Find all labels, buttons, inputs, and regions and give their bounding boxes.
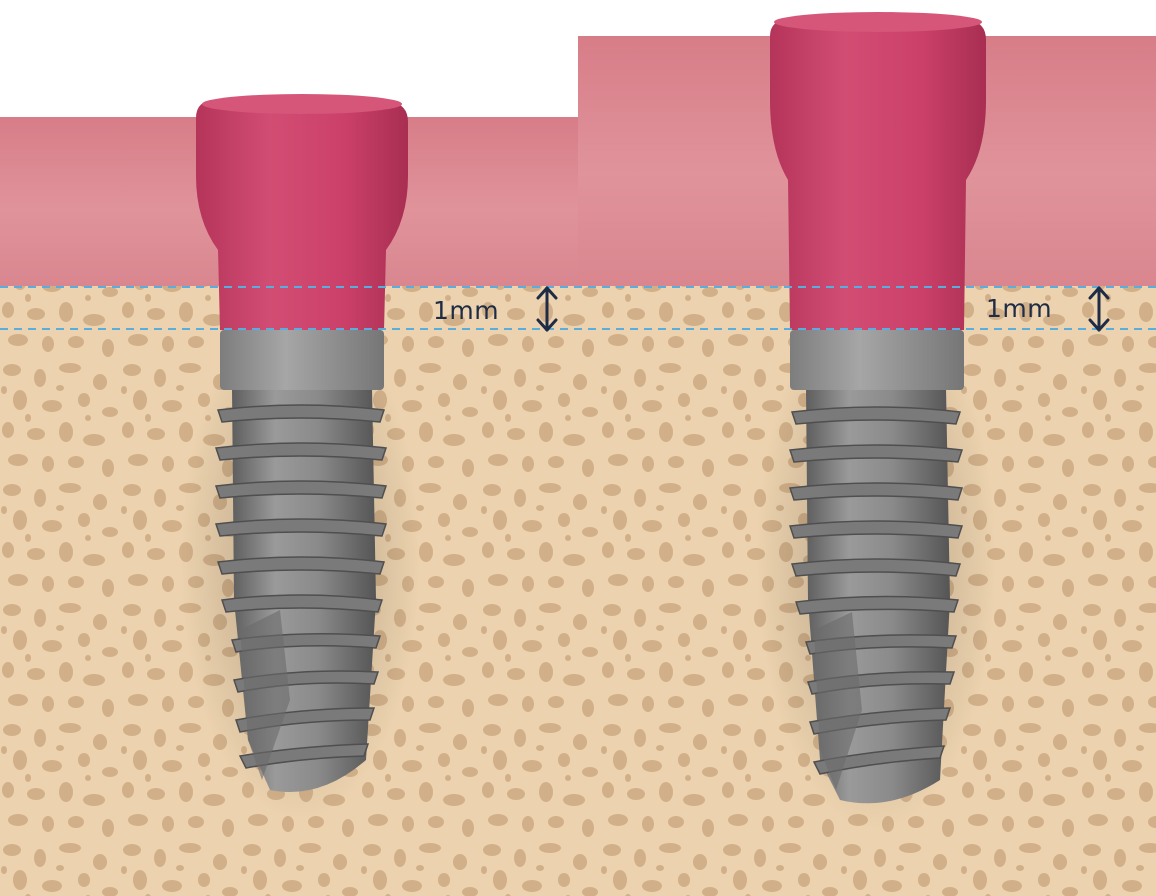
left-measurement-label: 1mm xyxy=(433,298,499,323)
left-healing-cap xyxy=(196,96,408,330)
right-implant-collar xyxy=(790,330,964,390)
left-implant-collar xyxy=(220,330,384,390)
right-measurement-label: 1mm xyxy=(986,296,1052,321)
right-panel xyxy=(578,12,1156,896)
left-panel xyxy=(0,94,578,896)
right-healing-cap xyxy=(770,14,986,330)
